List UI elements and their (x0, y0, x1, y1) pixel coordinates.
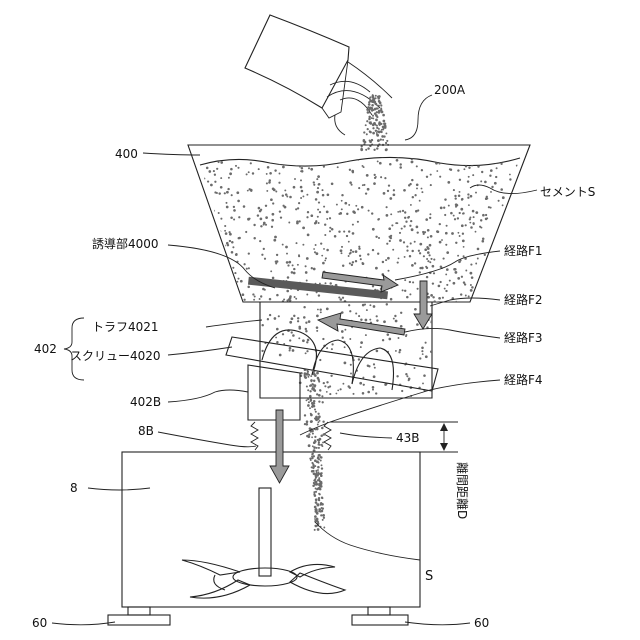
label-foot-right: 60 (474, 616, 489, 630)
screw-conveyor (226, 330, 438, 391)
label-bellows-top: 8B (138, 424, 154, 438)
label-trough: トラフ4021 (92, 320, 159, 334)
label-screw: スクリュー4020 (70, 349, 161, 363)
label-mixer: 8 (70, 481, 78, 495)
cement-particles-falling (304, 369, 326, 530)
outlet-chute (248, 365, 300, 420)
path-f4-arrow (270, 410, 289, 483)
path-f2-arrow (414, 281, 432, 329)
trough (260, 302, 432, 398)
label-foot-left: 60 (32, 616, 47, 630)
label-cement: セメントS (540, 185, 595, 199)
label-group: 402 (34, 342, 57, 356)
falling-cement-stream (360, 94, 389, 151)
label-hopper: 400 (115, 147, 138, 161)
label-path-f1: 経路F1 (504, 243, 543, 258)
foot-left (108, 607, 170, 625)
cement-particles-trough (261, 303, 432, 397)
path-f3-arrow (318, 313, 405, 335)
foot-right (352, 607, 408, 625)
label-path-f4: 経路F4 (504, 372, 543, 387)
label-bellows-side: 43B (396, 431, 420, 445)
label-distance: 離間距離D (455, 462, 469, 519)
label-path-f3: 経路F3 (504, 330, 543, 345)
label-material: S (425, 569, 433, 584)
label-bag: 200A (434, 83, 466, 97)
label-path-f2: 経路F2 (504, 292, 543, 307)
distance-dimension (330, 422, 458, 452)
label-outlet: 402B (130, 395, 161, 409)
label-guide: 誘導部4000 (92, 236, 159, 251)
mixer-body (122, 452, 420, 607)
